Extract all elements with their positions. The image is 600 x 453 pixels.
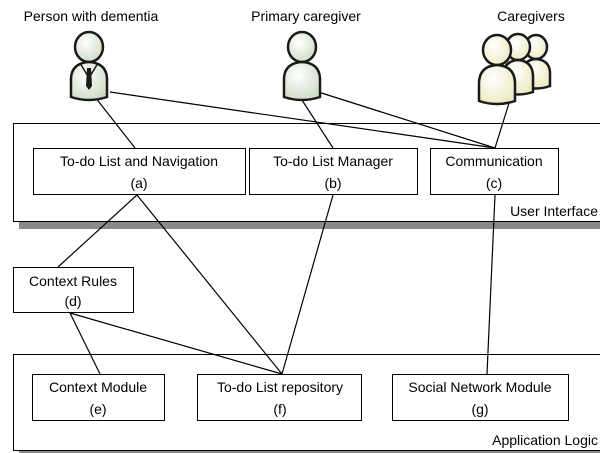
user-interface-label: User Interface	[510, 203, 598, 219]
component-name: To-do List and Navigation	[60, 153, 218, 169]
component-social-network: Social Network Module (g)	[392, 374, 569, 421]
component-context-module: Context Module (e)	[32, 374, 165, 421]
component-tag: (f)	[273, 401, 286, 417]
application-logic-label: Application Logic	[492, 432, 598, 448]
link-context-rules-context-module	[69, 312, 101, 375]
link-person-todo-nav	[94, 96, 136, 149]
caregivers-group-icon	[477, 32, 552, 106]
component-context-rules: Context Rules (d)	[13, 267, 134, 313]
person-with-dementia-icon	[69, 30, 109, 102]
component-tag: (b)	[324, 175, 341, 191]
primary-caregiver-icon	[282, 30, 322, 102]
component-tag: (a)	[130, 175, 147, 191]
link-primary-todo-manager	[299, 96, 334, 149]
component-tag: (c)	[486, 175, 502, 191]
connections	[57, 89, 511, 375]
link-person-communication	[109, 91, 496, 149]
component-communication: Communication (c)	[430, 148, 559, 195]
link-caregivers-communication	[494, 99, 511, 149]
component-tag: (g)	[471, 401, 488, 417]
person-with-dementia-label: Person with dementia	[24, 8, 159, 24]
component-todo-manager: To-do List Manager (b)	[249, 148, 418, 195]
link-todo-nav-repository	[136, 194, 283, 375]
component-name: Communication	[445, 153, 542, 169]
component-name: To-do List repository	[217, 379, 343, 395]
component-tag: (d)	[64, 293, 81, 309]
component-todo-nav: To-do List and Navigation (a)	[33, 148, 246, 195]
caregivers-label: Caregivers	[497, 8, 565, 24]
component-name: Context Module	[49, 379, 147, 395]
component-name: Social Network Module	[408, 379, 551, 395]
component-name: To-do List Manager	[273, 153, 393, 169]
component-tag: (e)	[89, 401, 106, 417]
primary-caregiver-label: Primary caregiver	[251, 8, 361, 24]
link-todo-manager-repository	[281, 194, 334, 375]
link-todo-nav-context-rules	[57, 194, 138, 268]
link-primary-communication	[311, 89, 496, 149]
link-communication-social	[486, 194, 496, 375]
link-context-rules-repository	[69, 312, 283, 375]
component-todo-repository: To-do List repository (f)	[197, 374, 362, 421]
component-name: Context Rules	[29, 273, 117, 289]
